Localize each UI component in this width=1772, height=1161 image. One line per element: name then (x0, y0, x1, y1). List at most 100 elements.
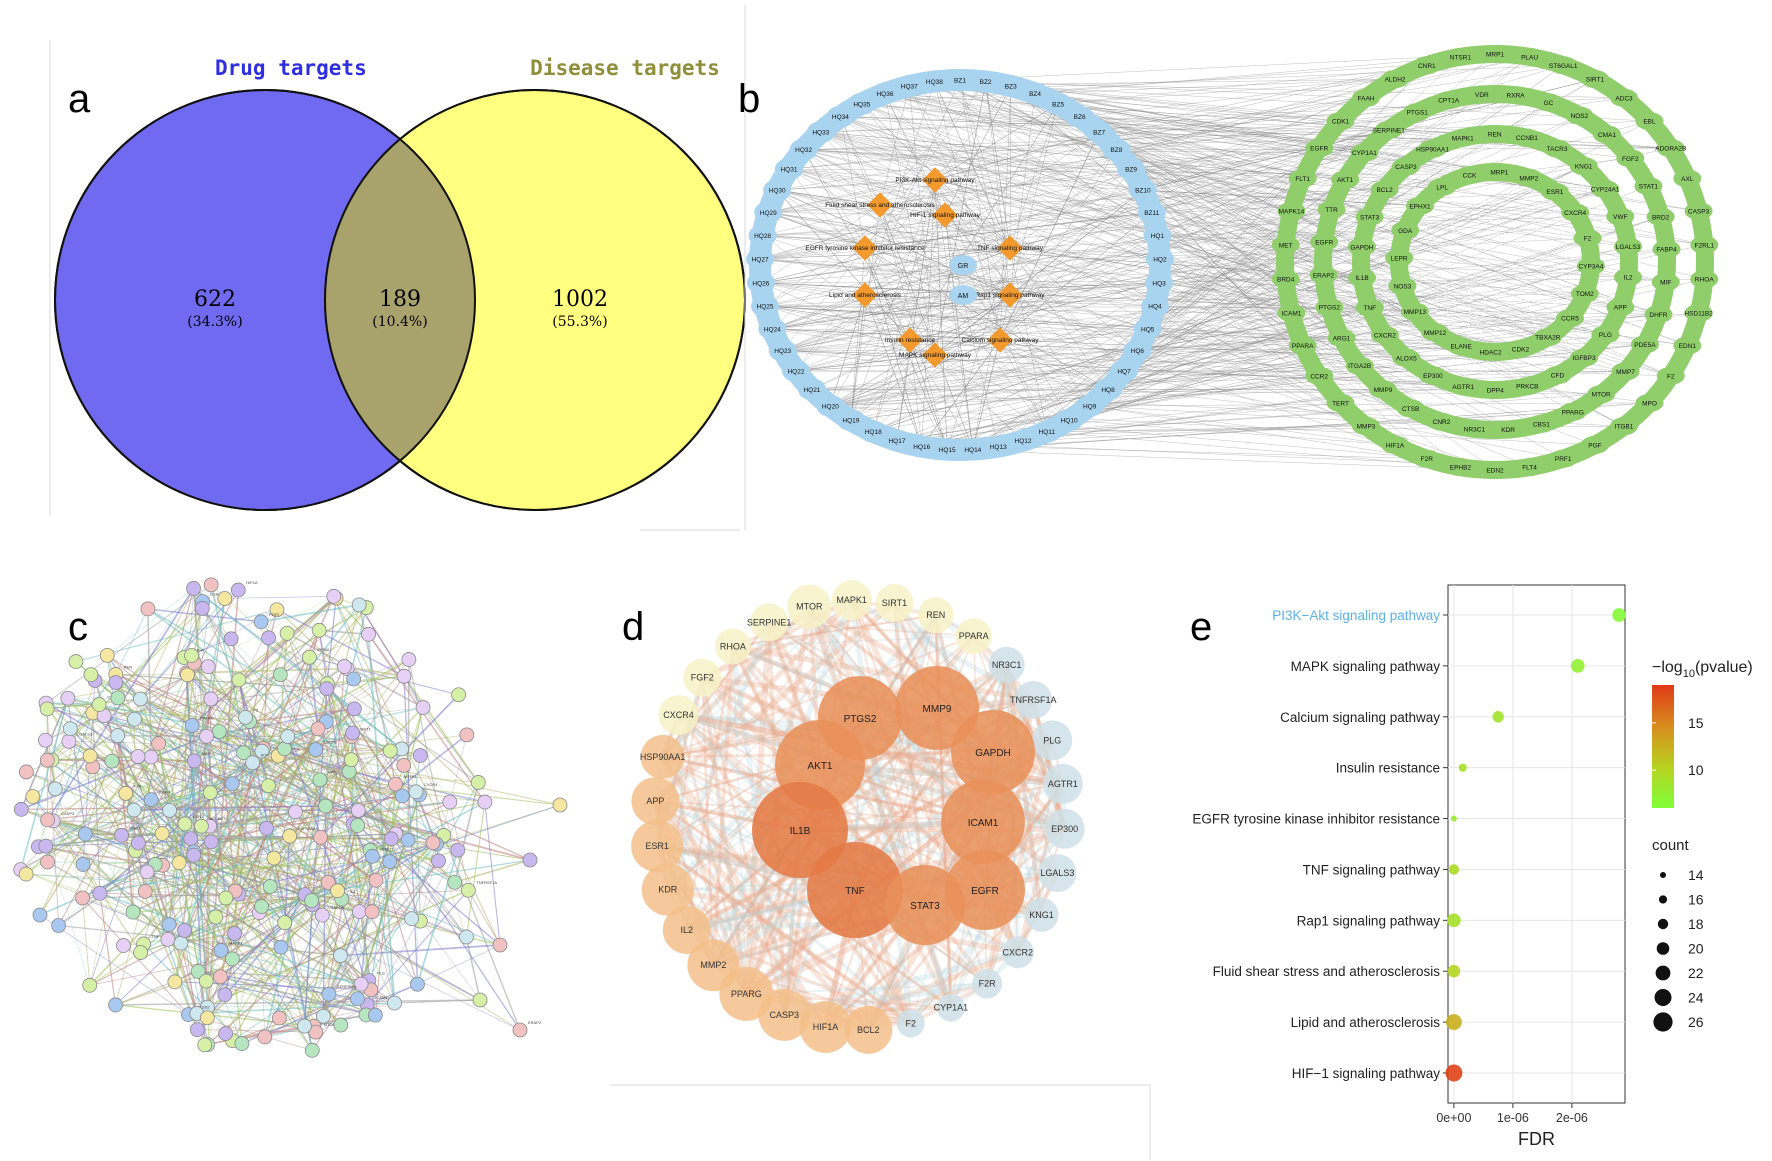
c-edge (403, 675, 479, 783)
b-edge (768, 212, 1011, 296)
c-edge (99, 893, 117, 1006)
b-target-node (1448, 128, 1477, 147)
b-compound-node (984, 435, 1013, 458)
b-edge (1157, 235, 1286, 280)
b-edge-inner (1460, 95, 1516, 468)
c-node (118, 785, 134, 801)
size-legend-label: 22 (1688, 965, 1704, 981)
b-target-label: ALOX5 (1396, 355, 1417, 362)
b-target-node (1315, 298, 1344, 317)
c-node (346, 701, 362, 717)
b-target-node (1352, 417, 1381, 436)
b-edge (1010, 85, 1341, 122)
b-edge-inner (1554, 191, 1585, 358)
c-node (308, 742, 324, 758)
b-target-node (1513, 377, 1542, 396)
b-target-label: MET (1279, 242, 1293, 249)
b-target-node (1630, 335, 1659, 354)
b-target-node (1644, 305, 1673, 324)
d-edge (732, 598, 853, 648)
d-inner-label: PTGS2 (844, 714, 877, 725)
b-target-label: FLT4 (1522, 465, 1537, 472)
panel-label-e: e (1190, 605, 1212, 649)
b-edge (1089, 165, 1584, 407)
b-edge (1116, 149, 1645, 345)
b-compound-node (763, 179, 792, 202)
c-edge (218, 731, 367, 1016)
b-compound-label: BZ2 (980, 79, 992, 86)
d-outer-node (658, 695, 699, 736)
b-target-node (1616, 149, 1645, 168)
b-target-node (1609, 417, 1638, 436)
b-compound-node (748, 224, 777, 247)
c-edge (116, 735, 134, 913)
c-edge (218, 629, 320, 733)
b-edge (934, 354, 1024, 441)
c-node (304, 1042, 320, 1058)
c-node-label: CASP3 (61, 811, 75, 816)
c-node (396, 668, 412, 684)
b-pathway-label: HIF-1 signaling pathway (910, 212, 980, 219)
b-edge (850, 179, 936, 421)
b-target-label: ERAP2 (1313, 272, 1335, 279)
b-compound-node (806, 121, 835, 144)
d-edge (660, 755, 828, 1029)
b-edge (1116, 147, 1671, 150)
b-edge (1046, 165, 1584, 432)
c-node (401, 652, 417, 667)
b-edge (788, 168, 936, 181)
c-node (272, 667, 288, 683)
d-edge (656, 602, 895, 847)
b-compound-node (933, 438, 962, 461)
b-edge-inner (1587, 178, 1688, 239)
b-edge (777, 189, 1626, 372)
b-target-label: STAT3 (1360, 214, 1380, 221)
b-edge (1151, 212, 1292, 314)
b-compound-label: HQ38 (926, 79, 943, 86)
c-edge (21, 756, 139, 810)
b-edge (772, 328, 936, 356)
b-edge-inner (1442, 186, 1555, 192)
b-compound-node (1128, 179, 1157, 202)
b-target-label: VDR (1475, 92, 1489, 99)
b-target-label: EGFR (1310, 146, 1328, 153)
b-edge-inner (1364, 78, 1596, 153)
b-edge (934, 85, 1011, 181)
c-node (382, 854, 398, 870)
b-compound-label: HQ22 (787, 368, 804, 375)
c-node (116, 938, 131, 953)
b-edge (772, 179, 936, 330)
c-node-label: IL1B (210, 592, 219, 597)
c-edge (51, 759, 126, 794)
size-legend-dot (1654, 989, 1672, 1006)
c-edge (210, 792, 326, 807)
b-target-node (1558, 402, 1587, 421)
size-legend-title: count (1652, 837, 1690, 854)
c-edge (287, 659, 410, 737)
b-edge (864, 81, 986, 249)
b-edge (864, 247, 923, 447)
b-edge (1058, 103, 1659, 315)
b-compound-label: HQ5 (1141, 326, 1155, 333)
b-compound-node (870, 82, 899, 105)
panel-c-nodes: AKT1TNFIL1BEGFRSTAT3PTGS2MMP9GAPDHICAM1C… (13, 577, 568, 1058)
c-node (177, 816, 193, 832)
b-compound-node (826, 105, 855, 128)
b-edge (864, 235, 1158, 296)
c-edge (197, 970, 376, 1016)
c-node (311, 622, 327, 638)
c-edge (224, 918, 412, 996)
c-edge (132, 897, 306, 913)
b-edge (1099, 131, 1400, 259)
b-target-node (1326, 393, 1355, 412)
c-edge (107, 588, 194, 656)
b-edge (884, 93, 1011, 249)
b-edge (788, 168, 936, 356)
b-target-label: SIRT1 (1586, 77, 1605, 84)
b-edge (795, 339, 911, 372)
c-edge (89, 946, 282, 986)
d-outer-label: REN (926, 610, 945, 620)
c-node (297, 1018, 312, 1034)
